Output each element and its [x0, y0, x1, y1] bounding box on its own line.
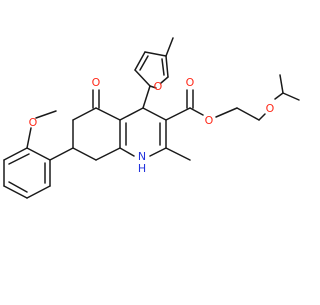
amine-hydrogen-label: H [138, 162, 146, 175]
furan-oxygen-bond [160, 76, 169, 84]
isopropyl-bond [279, 74, 284, 94]
furan-double-bond [139, 55, 149, 71]
aryl-bond [26, 185, 51, 199]
furan-bond [134, 51, 146, 71]
aryl-bond [3, 147, 28, 161]
ketone-oxygen-label: O [92, 76, 101, 89]
ester-oxygen-label: O [205, 114, 214, 127]
methoxy-bond [26, 127, 32, 149]
ester-carbonyl-oxygen-label: O [186, 76, 195, 89]
isopropyl-bond [282, 92, 300, 101]
methoxy-methyl-bond [35, 110, 57, 119]
ring-bond [142, 107, 167, 121]
amine-nitrogen-label: N [138, 150, 146, 163]
furan-bond [165, 55, 169, 78]
ring-bond [95, 107, 121, 121]
ether-oxygen-bond [274, 92, 284, 100]
aryl-double-bond [8, 153, 30, 165]
ether-oxygen-label: O [266, 102, 275, 115]
ring-bond [72, 107, 97, 121]
ring-bond [95, 147, 121, 161]
ester-bond [165, 107, 191, 121]
furan-link-bond [142, 85, 151, 109]
ring-oxygen-label: O [154, 80, 163, 93]
furan-double-bond [161, 58, 165, 76]
bond-layer [3, 37, 300, 199]
ester-oxygen-bond [215, 107, 238, 118]
c2-methyl-bond [165, 147, 191, 161]
atom-label-layer: O O O O O O N H [29, 76, 275, 175]
aryl-link-bond [49, 147, 74, 161]
chain-bond [236, 107, 260, 121]
ring-bond [72, 147, 97, 161]
molecule-canvas: O O O O O O N H [3, 37, 300, 199]
furan-methyl-bond [165, 37, 174, 57]
aryl-bond [3, 185, 28, 199]
ester-oxygen-bond [189, 107, 204, 116]
molecule-structure: O O O O O O N H [3, 37, 300, 199]
ring-nitrogen-bond [119, 147, 135, 157]
methoxy-oxygen-label: O [29, 116, 38, 129]
ring-bond [119, 107, 144, 121]
aryl-double-bond [8, 181, 28, 193]
aryl-bond [26, 147, 51, 161]
ether-oxygen-bond [258, 113, 266, 121]
furan-bond [144, 51, 167, 57]
furan-oxygen-bond [149, 85, 157, 89]
furan-bond [134, 69, 151, 87]
ring-nitrogen-bond [149, 147, 167, 157]
